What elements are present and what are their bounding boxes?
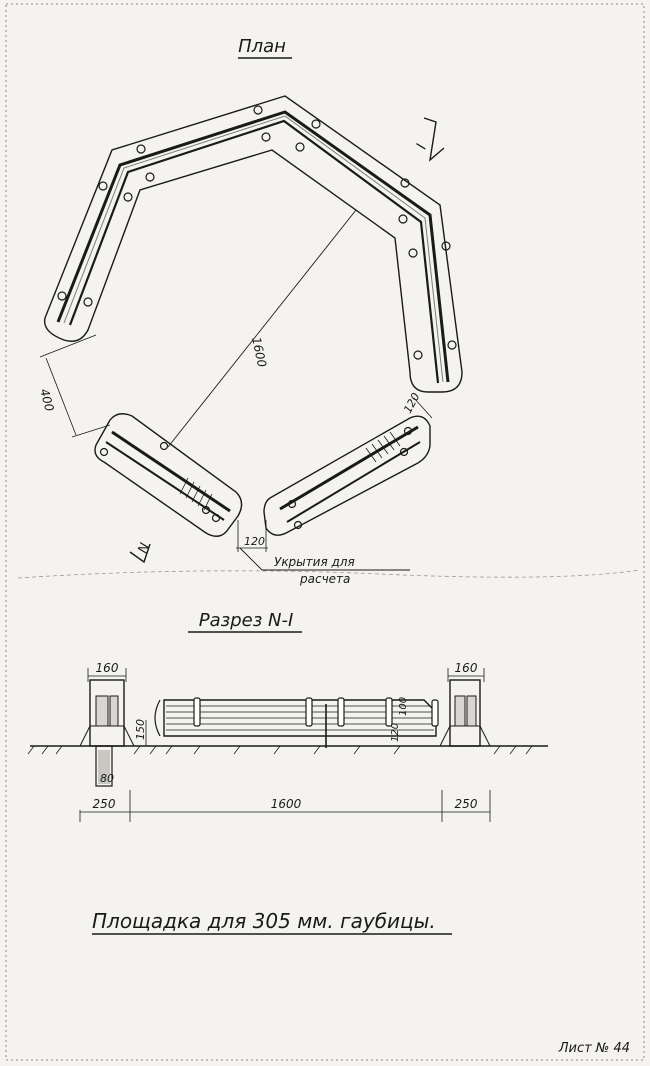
plan-seg-bl-bolts	[99, 441, 221, 523]
section-right-base-label: 250	[455, 797, 478, 811]
section-depth-label: 80	[100, 772, 114, 785]
section-dim-lines	[79, 668, 491, 822]
sheet-number: Лист № 44	[558, 1041, 630, 1056]
paper-fold-line	[17, 569, 641, 579]
plan-offset-dimline	[45, 357, 77, 436]
plan-rail-inner	[68, 119, 440, 384]
sheet-border	[5, 3, 645, 1061]
plan-seg-br-hatch	[365, 431, 401, 463]
section-marker-top	[423, 117, 445, 162]
plan-offset-label: 400	[37, 387, 57, 413]
plan-bolts	[57, 105, 457, 360]
plan-gap-right-dimline	[413, 397, 433, 419]
plan-offset-ext2	[71, 424, 111, 438]
section-left-height-label: 150	[134, 719, 147, 740]
plan-view: 1600 400 120 120 I N Укрытия для расчета	[17, 95, 641, 586]
plan-seg-bl-hatch	[179, 477, 213, 511]
ground-hatch	[27, 745, 533, 755]
section-span-label: 1600	[271, 797, 302, 811]
plan-seg-br-bolts	[287, 426, 413, 530]
section-left-width-label: 160	[96, 661, 119, 675]
plan-span-dimline	[167, 209, 357, 448]
right-pile-core	[454, 695, 466, 727]
right-pile-core-2	[466, 695, 477, 727]
right-pile-footing	[439, 725, 491, 747]
plan-title: План	[238, 36, 286, 57]
left-pile-core-2	[109, 695, 119, 727]
plan-segment-bottom-right	[263, 415, 431, 536]
section-left-base-label: 250	[93, 797, 116, 811]
plan-ring-outline	[43, 95, 463, 393]
section-title: Разрез N-I	[199, 610, 294, 631]
plan-span-label: 1600	[249, 336, 269, 369]
plan-seg-br-rail2	[286, 441, 421, 523]
left-pile-core	[95, 695, 109, 727]
plan-note-line1: Укрытия для	[274, 555, 355, 569]
plan-rail-outer	[56, 110, 450, 383]
note-leader	[239, 547, 410, 571]
platform-posts	[193, 697, 439, 727]
plan-seg-bl-rail2	[105, 441, 225, 521]
drawing-caption: Площадка для 305 мм. гаубицы.	[92, 909, 436, 933]
plan-note-line2: расчета	[299, 572, 350, 586]
plan-gap-right-label: 120	[401, 391, 422, 416]
section-right-width-label: 160	[455, 661, 478, 675]
left-pile-footing	[79, 725, 135, 747]
plan-segment-bottom-left	[94, 413, 243, 537]
platform-left-end	[154, 699, 161, 737]
section-rail-height-a: 120	[390, 723, 401, 742]
right-pile-block	[449, 679, 481, 747]
plan-seg-br-rail1	[279, 425, 419, 511]
section-marker-top-label: I	[414, 142, 430, 151]
section-marker-bottom-label: N	[136, 541, 154, 556]
section-rail-height-b: 100	[398, 697, 409, 716]
plan-rail-center	[63, 115, 444, 383]
left-pile-fill	[98, 750, 110, 784]
plan-offset-ext1	[39, 334, 97, 358]
section-view: 160 160 150 80 120 100 250 1600 250	[27, 661, 548, 822]
section-marker-bottom	[129, 543, 151, 564]
left-pile-underground	[95, 745, 113, 787]
plan-gap-bottom-label: 120	[244, 535, 265, 548]
